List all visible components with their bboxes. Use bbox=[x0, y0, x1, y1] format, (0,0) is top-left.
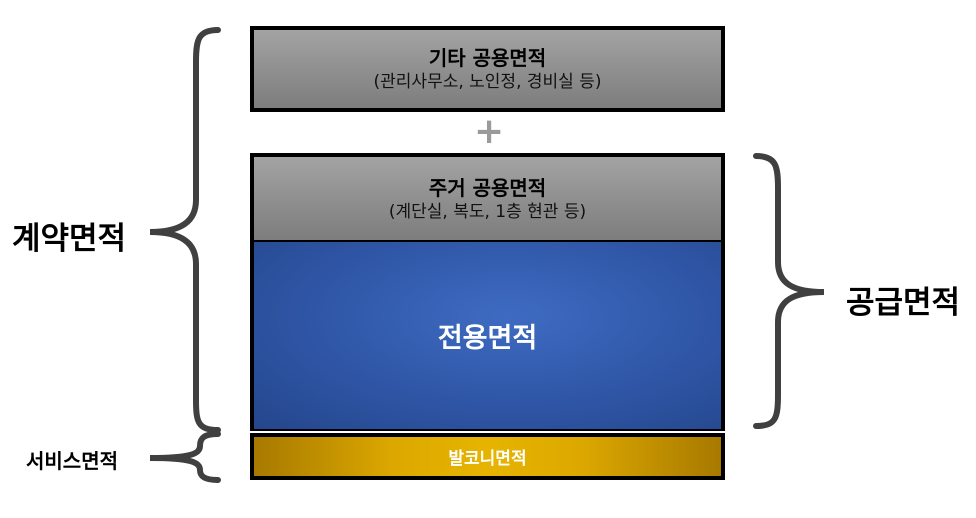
residential-common-area-subtitle: (계단실, 복도, 1층 현관 등) bbox=[388, 201, 587, 222]
supply-area-stack: 주거 공용면적 (계단실, 복도, 1층 현관 등) 전용면적 발코니면적 bbox=[250, 153, 725, 480]
exclusive-area-box: 전용면적 bbox=[250, 240, 725, 431]
residential-common-area-title: 주거 공용면적 bbox=[428, 175, 547, 200]
supply-area-label: 공급면적 bbox=[846, 285, 961, 321]
other-common-area-box: 기타 공용면적 (관리사무소, 노인정, 경비실 등) bbox=[250, 26, 725, 112]
residential-common-area-box: 주거 공용면적 (계단실, 복도, 1층 현관 등) bbox=[250, 153, 725, 242]
other-common-area-subtitle: (관리사무소, 노인정, 경비실 등) bbox=[373, 72, 602, 92]
plus-operator: + bbox=[474, 111, 505, 152]
contract-area-brace bbox=[149, 27, 221, 433]
other-common-area-title: 기타 공용면적 bbox=[428, 46, 547, 70]
balcony-area-box: 발코니면적 bbox=[250, 433, 725, 480]
contract-area-label: 계약면적 bbox=[12, 221, 127, 257]
exclusive-area-title: 전용면적 bbox=[437, 323, 538, 354]
service-area-label: 서비스면적 bbox=[26, 449, 118, 473]
balcony-area-title: 발코니면적 bbox=[448, 449, 527, 469]
service-area-brace bbox=[149, 431, 221, 483]
supply-area-brace bbox=[753, 153, 825, 429]
